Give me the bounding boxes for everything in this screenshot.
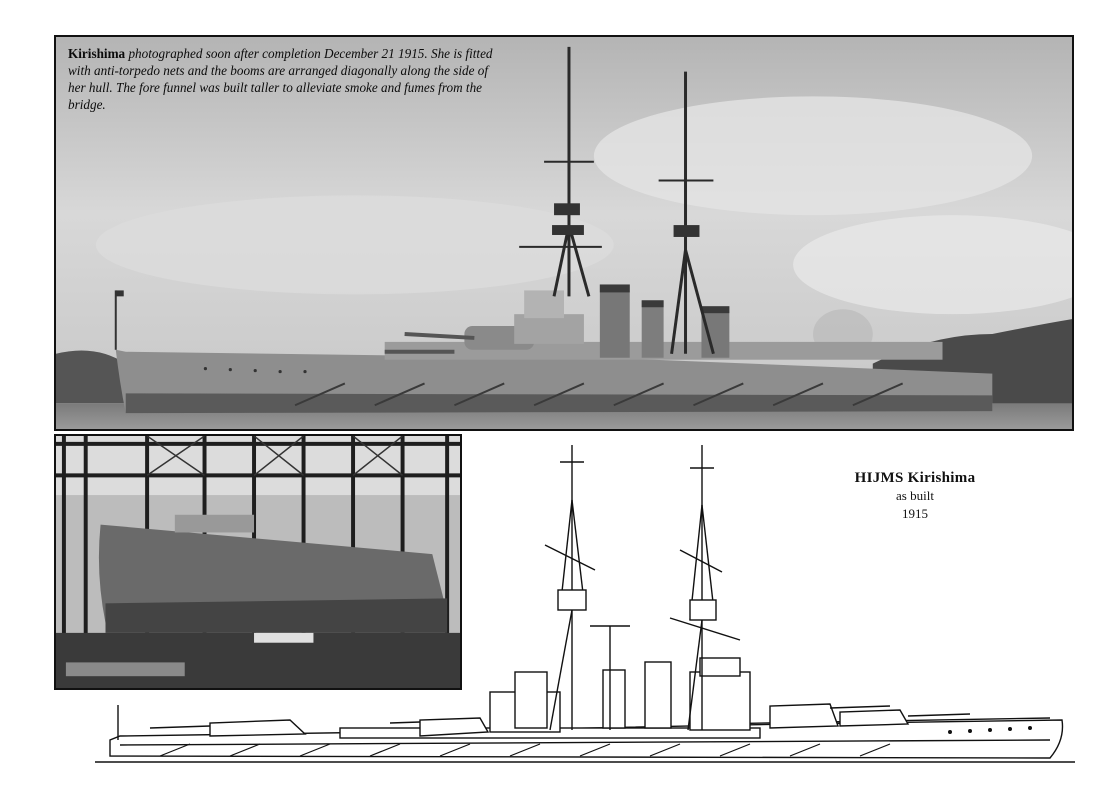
caption-ship-name: Kirishima: [68, 46, 126, 61]
photo-caption: Kirishima photographed soon after comple…: [68, 45, 498, 113]
ship-profile-drawing: [95, 445, 1075, 763]
profile-drawing-title-block: HIJMS Kirishima as built 1915: [790, 470, 1040, 523]
profile-drawing-year: 1915: [902, 506, 928, 521]
caption-text: photographed soon after completion Decem…: [68, 46, 493, 112]
shipyard-photograph: [54, 434, 462, 690]
profile-drawing-title: HIJMS Kirishima: [854, 470, 976, 486]
ship-photograph: Kirishima photographed soon after comple…: [54, 35, 1074, 431]
profile-drawing-subtitle: as built: [896, 488, 934, 503]
shipyard-photo-image: [56, 436, 460, 688]
ship-photo-image: [56, 37, 1072, 429]
